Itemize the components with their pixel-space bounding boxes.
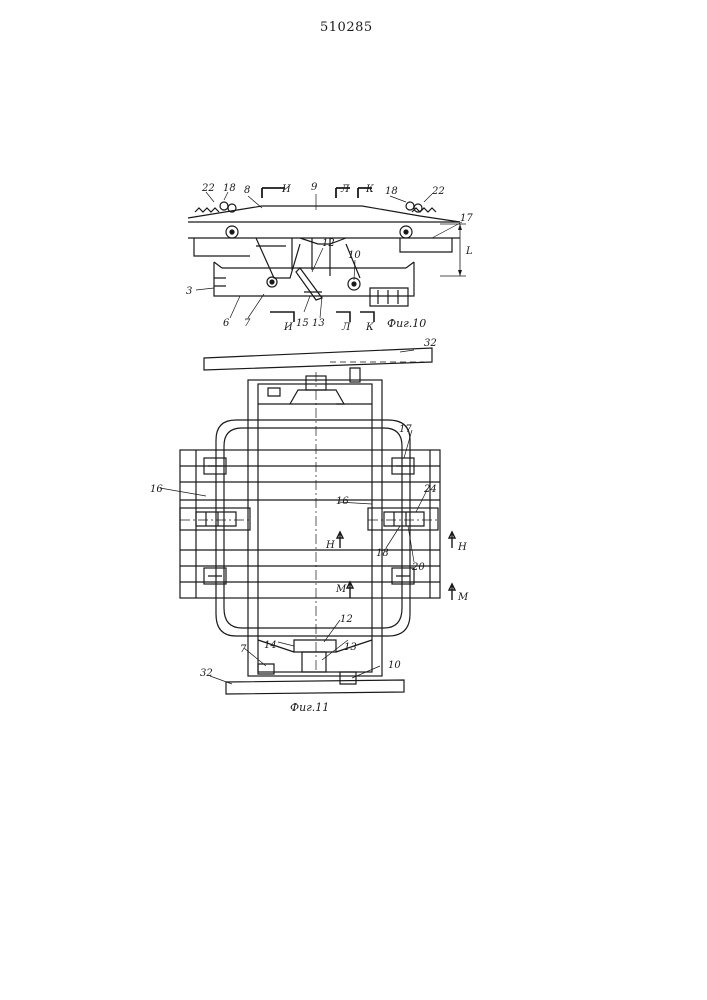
fig11-label-20: 20	[411, 562, 425, 573]
fig11-caption: Фиг.11	[290, 701, 329, 714]
fig11-label-18: 18	[376, 548, 389, 559]
fig11-label-32-top: 32	[424, 338, 437, 349]
fig10-drawing	[188, 188, 466, 322]
fig11-section-mark-h-left: Н	[325, 540, 335, 551]
fig10-dimension-l: L	[465, 246, 473, 257]
fig11-label-7: 7	[240, 644, 247, 655]
fig11-label-16-center: 16	[336, 496, 349, 507]
fig10-label-12: 12	[322, 238, 335, 249]
fig10-label-17: 17	[460, 213, 473, 224]
fig11-label-10: 10	[388, 660, 401, 671]
fig10-label-22-right: 22	[431, 186, 445, 197]
fig10-label-15: 15	[296, 318, 309, 329]
fig11-section-mark-h-right: Н	[457, 542, 467, 553]
fig10-label-8: 8	[244, 185, 250, 196]
fig10-label-10: 10	[348, 250, 361, 261]
fig10-label-18-right: 18	[385, 186, 398, 197]
fig10-label-6: 6	[223, 318, 230, 329]
fig10-section-mark-i-top: И	[281, 184, 291, 195]
fig10-label-3: 3	[186, 286, 192, 297]
fig11-label-13: 13	[344, 642, 357, 653]
fig10-section-mark-k-top: К	[365, 184, 374, 195]
fig10-label-13: 13	[312, 318, 325, 329]
fig11-label-32-bottom: 32	[200, 668, 213, 679]
fig10-label-7: 7	[244, 318, 251, 329]
fig11-drawing	[160, 348, 455, 694]
fig11-label-12: 12	[340, 614, 353, 625]
fig11-section-mark-m-left: М	[335, 584, 347, 595]
fig10-label-18-left: 18	[223, 183, 236, 194]
fig10-caption: Фиг.10	[387, 317, 426, 330]
fig10-section-mark-k-bottom: К	[365, 322, 374, 333]
fig11-label-16-left: 16	[150, 484, 163, 495]
fig10-label-22-left: 22	[201, 183, 215, 194]
fig10-label-9: 9	[311, 182, 318, 193]
fig11-label-17: 17	[399, 424, 412, 435]
fig10-section-mark-i-bottom: И	[283, 322, 293, 333]
fig10-section-mark-l-top: Л	[340, 184, 350, 195]
fig11-label-24: 24	[423, 484, 437, 495]
fig11-label-14: 14	[264, 640, 277, 651]
fig10-section-mark-l-bottom: Л	[341, 322, 351, 333]
fig11-section-mark-m-right: М	[457, 592, 469, 603]
